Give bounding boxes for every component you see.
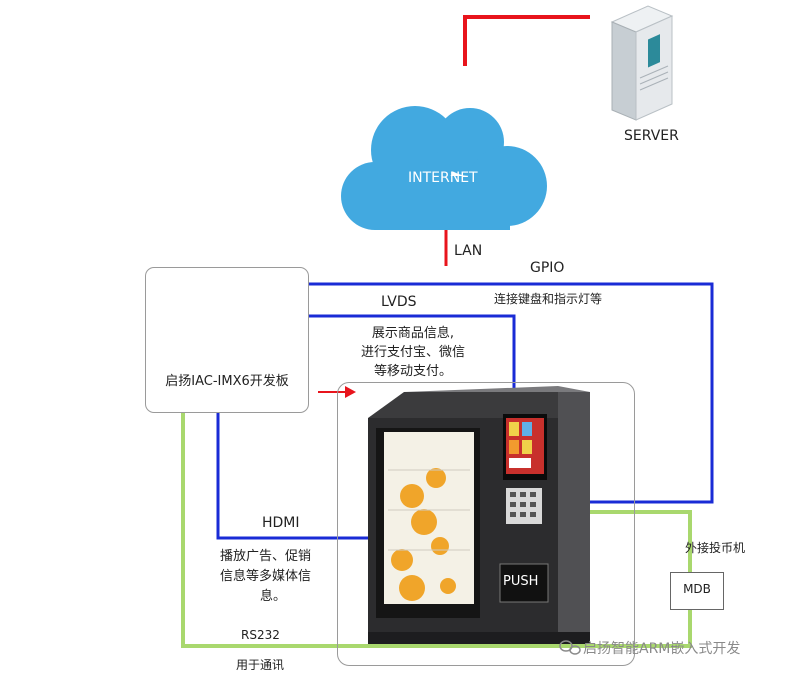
lvds-description-line: 等移动支付。 (373, 364, 452, 379)
mdb-box (670, 572, 724, 610)
gpio-line (298, 282, 714, 504)
rs232-description: 用于通讯 (236, 658, 285, 672)
hdmi-description-line: 信息等多媒体信 (220, 569, 312, 584)
lvds-label: LVDS (381, 294, 417, 310)
vending-machine-box (337, 382, 635, 666)
server-icon (610, 5, 674, 121)
lvds-description: 展示商品信息, 进行支付宝、微信 等移动支付。 (338, 324, 488, 381)
internet-label: INTERNET (408, 170, 478, 186)
hdmi-description: 播放广告、促销 信息等多媒体信 息。 (220, 547, 311, 607)
hdmi-description-line: 播放广告、促销 (220, 549, 312, 564)
board-label: 启扬IAC-IMX6开发板 (165, 374, 289, 389)
mdb-label: MDB (683, 582, 711, 596)
server-link-line (463, 15, 590, 66)
lvds-description-line: 展示商品信息, (371, 326, 455, 341)
vending-machine (368, 386, 590, 644)
coin-label: 外接投币机 (685, 541, 746, 555)
gpio-label: GPIO (530, 260, 565, 276)
wechat-icon (559, 640, 581, 655)
lan-label: LAN (454, 243, 483, 259)
rs232-line (181, 404, 692, 648)
gpio-description: 连接键盘和指示灯等 (494, 292, 603, 306)
push-button-label: PUSH (503, 574, 539, 589)
hdmi-label: HDMI (262, 515, 300, 531)
hdmi-description-line: 息。 (260, 589, 287, 604)
hdmi-line (216, 401, 405, 540)
server-label: SERVER (624, 128, 679, 144)
board-box (145, 267, 309, 413)
cloud-icon (341, 106, 547, 230)
lvds-description-line: 进行支付宝、微信 (360, 345, 465, 360)
watermark-text: 启扬智能ARM嵌入式开发 (583, 641, 741, 657)
rs232-label: RS232 (241, 628, 280, 642)
